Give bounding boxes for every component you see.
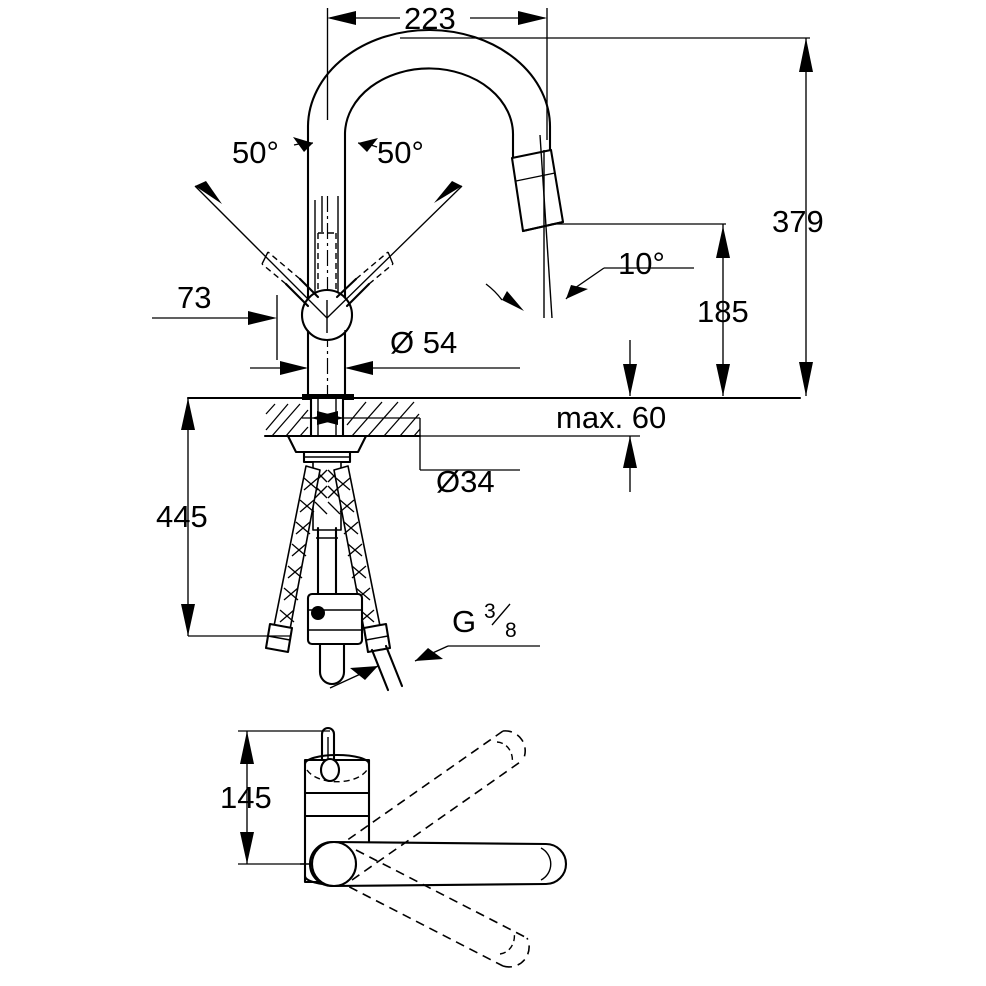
detail-lever-solid: [300, 840, 567, 888]
lever-handle-positions: [261, 251, 394, 308]
dimension-445: [181, 398, 290, 637]
hose-end-fitting: [318, 642, 346, 686]
spray-head: [510, 148, 565, 233]
swivel-right-label: 50°: [377, 135, 424, 170]
swivel-right-indicator: [326, 181, 463, 319]
angle-10-indicator: [485, 267, 694, 311]
detail-lever-dashed-down: [335, 849, 530, 968]
dimension-73: [152, 295, 278, 360]
dimension-max60-label: max. 60: [556, 400, 666, 435]
dimension-145-label: 145: [220, 780, 272, 815]
dimension-d54-label: Ø 54: [390, 325, 457, 360]
dimension-d34-label: Ø34: [436, 464, 495, 499]
hose-assembly: [264, 461, 404, 692]
thread-size-label: G 3 8: [452, 600, 517, 642]
dimension-445-label: 445: [156, 499, 208, 534]
dimension-379: [400, 37, 813, 396]
dimension-223: [326, 8, 548, 140]
spray-head-axis: [539, 134, 553, 319]
dimension-73-label: 73: [177, 280, 211, 315]
countertop-section: [186, 396, 802, 438]
detail-pivot-hole: [319, 757, 341, 783]
thread-letter: G: [452, 604, 476, 639]
thread-denominator: 8: [505, 619, 517, 642]
thread-numerator: 3: [484, 600, 496, 623]
dimension-185: [551, 223, 730, 396]
mounting-washer: [286, 434, 368, 454]
dimension-max60: [420, 340, 640, 492]
swivel-left-indicator: [194, 181, 328, 319]
dimension-223-label: 223: [404, 1, 456, 36]
spout-outer-profile: [306, 28, 552, 202]
spout-inner-profile: [343, 67, 515, 198]
angle-10-label: 10°: [618, 246, 665, 281]
detail-lever-pivot: [310, 840, 358, 888]
thread-label-leader: [329, 645, 540, 689]
dimension-d34: [302, 411, 520, 471]
swivel-left-label: 50°: [232, 135, 279, 170]
dimension-d54: [250, 330, 520, 400]
detail-lever-dashed-up: [335, 730, 526, 881]
dimension-185-label: 185: [697, 294, 749, 329]
swivel-arc-indicator: [293, 137, 378, 152]
dimension-379-label: 379: [772, 204, 824, 239]
